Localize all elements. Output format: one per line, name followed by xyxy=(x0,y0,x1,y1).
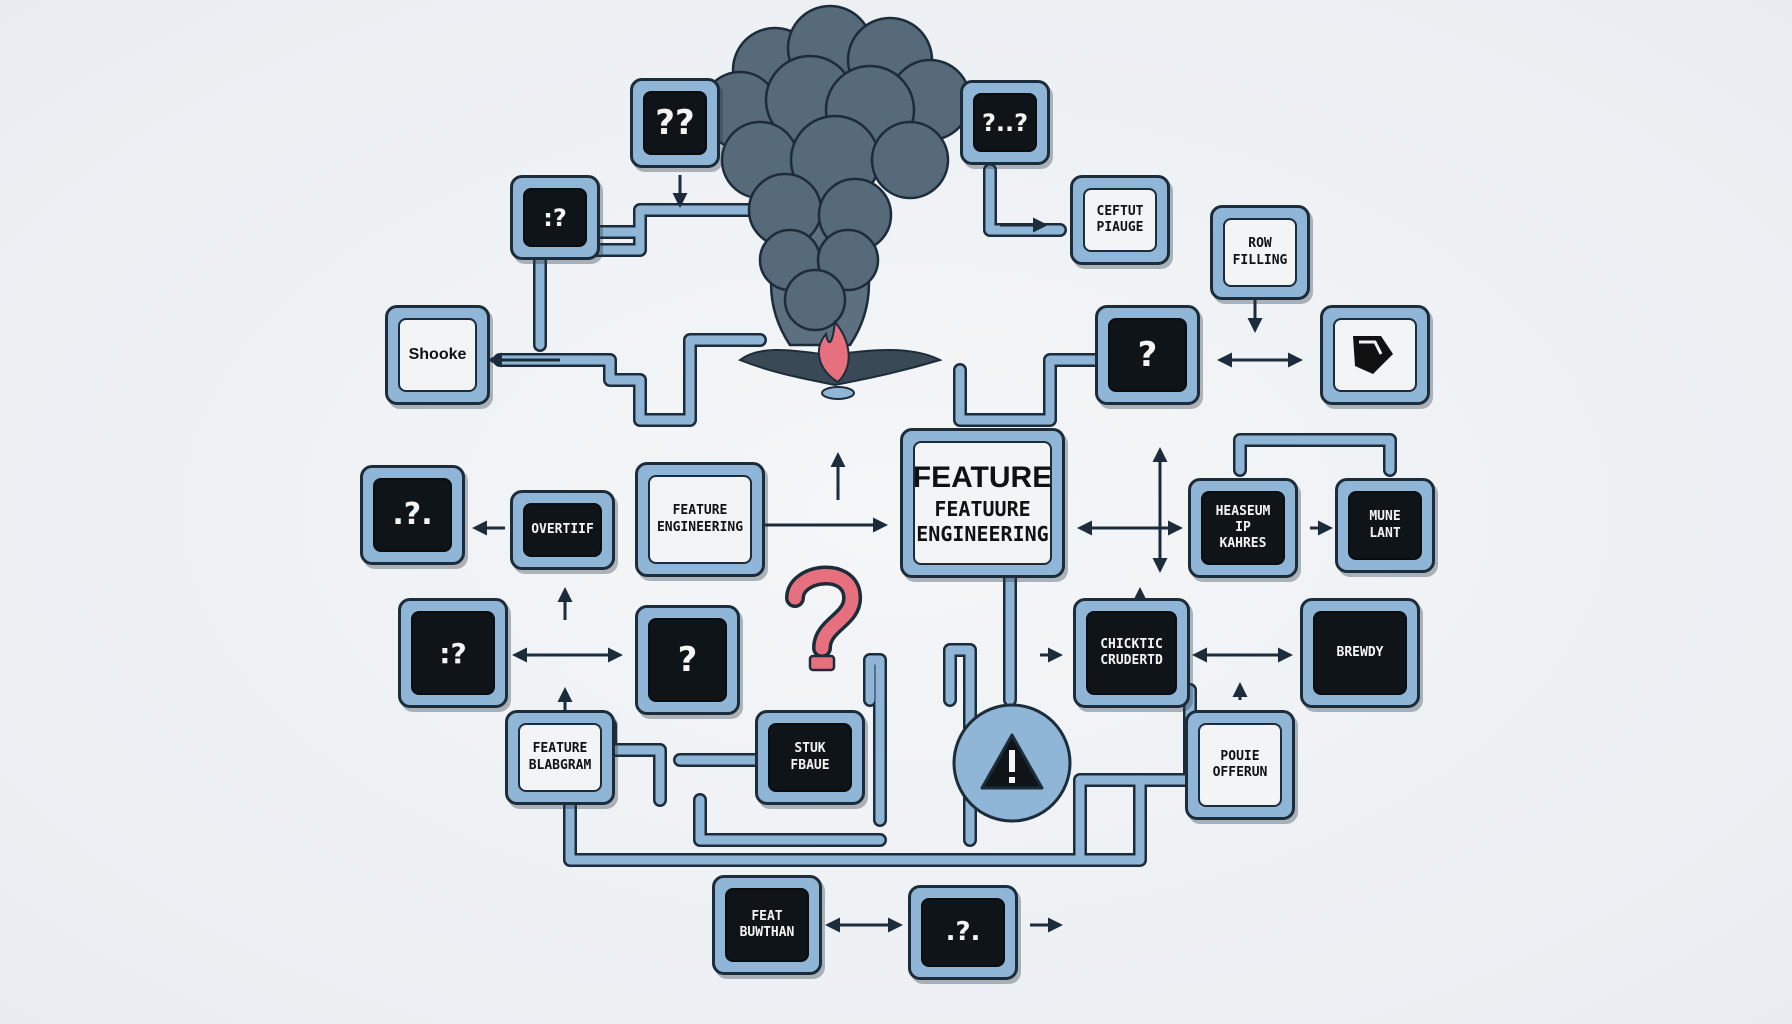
node-screen: MUNE LANT xyxy=(1348,491,1422,560)
node-stuk-fbaue: STUK FBAUE xyxy=(755,710,865,805)
node-screen xyxy=(1333,318,1417,392)
node-screen: Shooke xyxy=(398,318,477,392)
node-left-bottom-question: :? xyxy=(398,598,508,708)
node-feature-blabgram: FEATURE BLABGRAM xyxy=(505,710,615,805)
node-heaseum: HEASEUM IP KAHRES xyxy=(1188,478,1298,578)
arrows xyxy=(472,175,1333,933)
center-screen: FEATURE FEATUURE ENGINEERING xyxy=(913,441,1052,565)
node-screen: :? xyxy=(411,611,495,695)
node-mune-lant: MUNE LANT xyxy=(1335,478,1435,573)
node-screen: ROW FILLING xyxy=(1223,218,1297,287)
node-feature-engineering-small: FEATURE ENGINEERING xyxy=(635,462,765,577)
node-bottom-center-question: .?. xyxy=(908,885,1018,980)
node-overtiif: OVERTIIF xyxy=(510,490,615,570)
node-screen: .?. xyxy=(921,898,1005,967)
node-left-question: .?. xyxy=(360,465,465,565)
node-screen: HEASEUM IP KAHRES xyxy=(1201,491,1285,565)
node-screen: OVERTIIF xyxy=(523,503,602,557)
node-screen: ? xyxy=(1108,318,1187,392)
node-brewdy: BREWDY xyxy=(1300,598,1420,708)
node-screen: STUK FBAUE xyxy=(768,723,852,792)
smoke-cloud-icon xyxy=(700,4,972,347)
node-screen: BREWDY xyxy=(1313,611,1407,695)
warning-triangle-icon xyxy=(952,703,1072,823)
node-pouie-offerun: POUIE OFFERUN xyxy=(1185,710,1295,820)
image-glyph-icon xyxy=(1353,336,1393,374)
node-screen: POUIE OFFERUN xyxy=(1198,723,1282,807)
flame-icon xyxy=(737,319,943,400)
node-screen: FEAT BUWTHAN xyxy=(725,888,809,962)
center-title: FEATURE xyxy=(913,461,1052,495)
node-screen: .?. xyxy=(373,478,452,552)
center-feature-node: FEATURE FEATUURE ENGINEERING xyxy=(900,428,1065,578)
node-mid-question: ? xyxy=(1095,305,1200,405)
node-screen: CEFTUT PIAUGE xyxy=(1083,188,1157,252)
node-screen: ? xyxy=(648,618,727,702)
node-row-filling: ROW FILLING xyxy=(1210,205,1310,300)
node-feat-buwthan: FEAT BUWTHAN xyxy=(712,875,822,975)
node-top-left-question: ?? xyxy=(630,78,720,168)
node-smoke: Shooke xyxy=(385,305,490,405)
node-screen: FEATURE ENGINEERING xyxy=(648,475,752,564)
node-screen: ?? xyxy=(643,91,707,155)
question-mark-icon xyxy=(785,565,862,672)
node-left-column-top: :? xyxy=(510,175,600,260)
center-subtitle: FEATUURE ENGINEERING xyxy=(916,496,1049,546)
node-image-panel xyxy=(1320,305,1430,405)
node-output-place: CEFTUT PIAUGE xyxy=(1070,175,1170,265)
node-screen: FEATURE BLABGRAM xyxy=(518,723,602,792)
node-top-right-question: ?..? xyxy=(960,80,1050,165)
node-chicktic: CHICKTIC CRUDERTD xyxy=(1073,598,1190,708)
node-screen: :? xyxy=(523,188,587,247)
node-screen: CHICKTIC CRUDERTD xyxy=(1086,611,1177,695)
node-screen: ?..? xyxy=(973,93,1037,152)
node-bottom-question: ? xyxy=(635,605,740,715)
